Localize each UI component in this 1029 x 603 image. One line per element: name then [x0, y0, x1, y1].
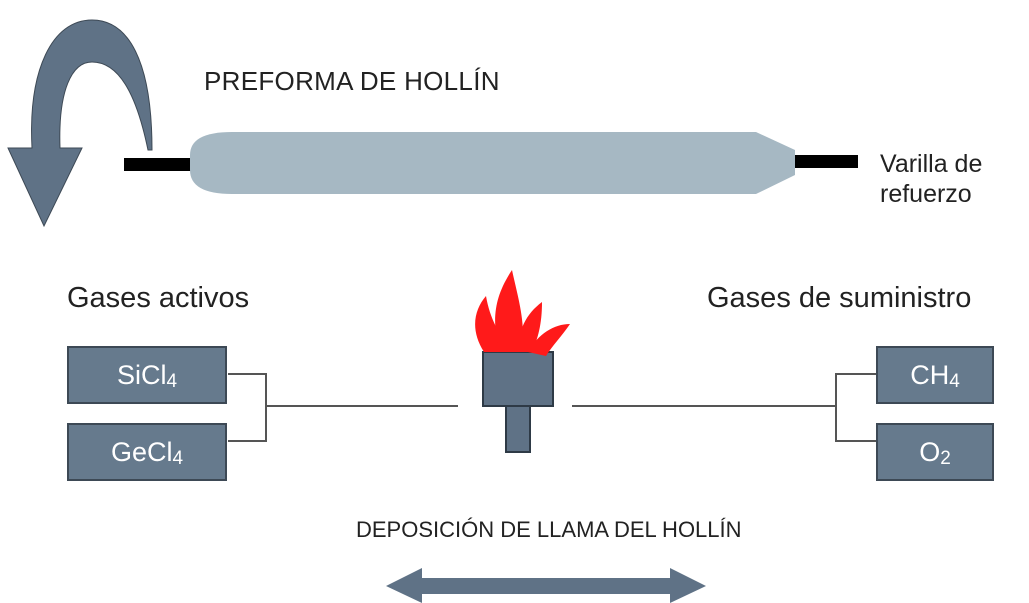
- support-rod-left: [124, 158, 194, 171]
- gas-formula-subscript: 4: [172, 448, 184, 469]
- burner-head: [482, 351, 554, 407]
- flame-icon: [475, 270, 570, 356]
- active-gases-heading: Gases activos: [67, 282, 250, 314]
- gas-formula: O: [919, 436, 941, 467]
- deposition-caption: DEPOSICIÓN DE LLAMA DEL HOLLÍN: [356, 517, 742, 542]
- gas-formula: SiCl: [116, 359, 167, 390]
- support-rod-right: [788, 155, 858, 168]
- gas-formula-subscript: 4: [949, 371, 960, 392]
- gas-formula: GeCl: [110, 436, 173, 467]
- burner-stem: [505, 405, 531, 453]
- gas-formula-subscript: 2: [940, 448, 951, 469]
- support-rod-label-line1: Varilla de: [880, 150, 983, 178]
- soot-preform: [190, 132, 795, 194]
- support-rod-label: Varilla de refuerzo: [880, 149, 982, 209]
- double-arrow-icon: [386, 568, 706, 603]
- supply-gases-heading: Gases de suministro: [707, 282, 972, 314]
- active-gas-connectors: [228, 373, 458, 442]
- support-rod-label-line2: refuerzo: [880, 180, 972, 208]
- gas-formula: CH: [910, 359, 950, 390]
- rotation-arrow-icon: [7, 19, 153, 228]
- supply-gas-connectors: [572, 373, 876, 442]
- preform-title: PREFORMA DE HOLLÍN: [204, 66, 500, 96]
- gas-formula-subscript: 4: [166, 371, 178, 392]
